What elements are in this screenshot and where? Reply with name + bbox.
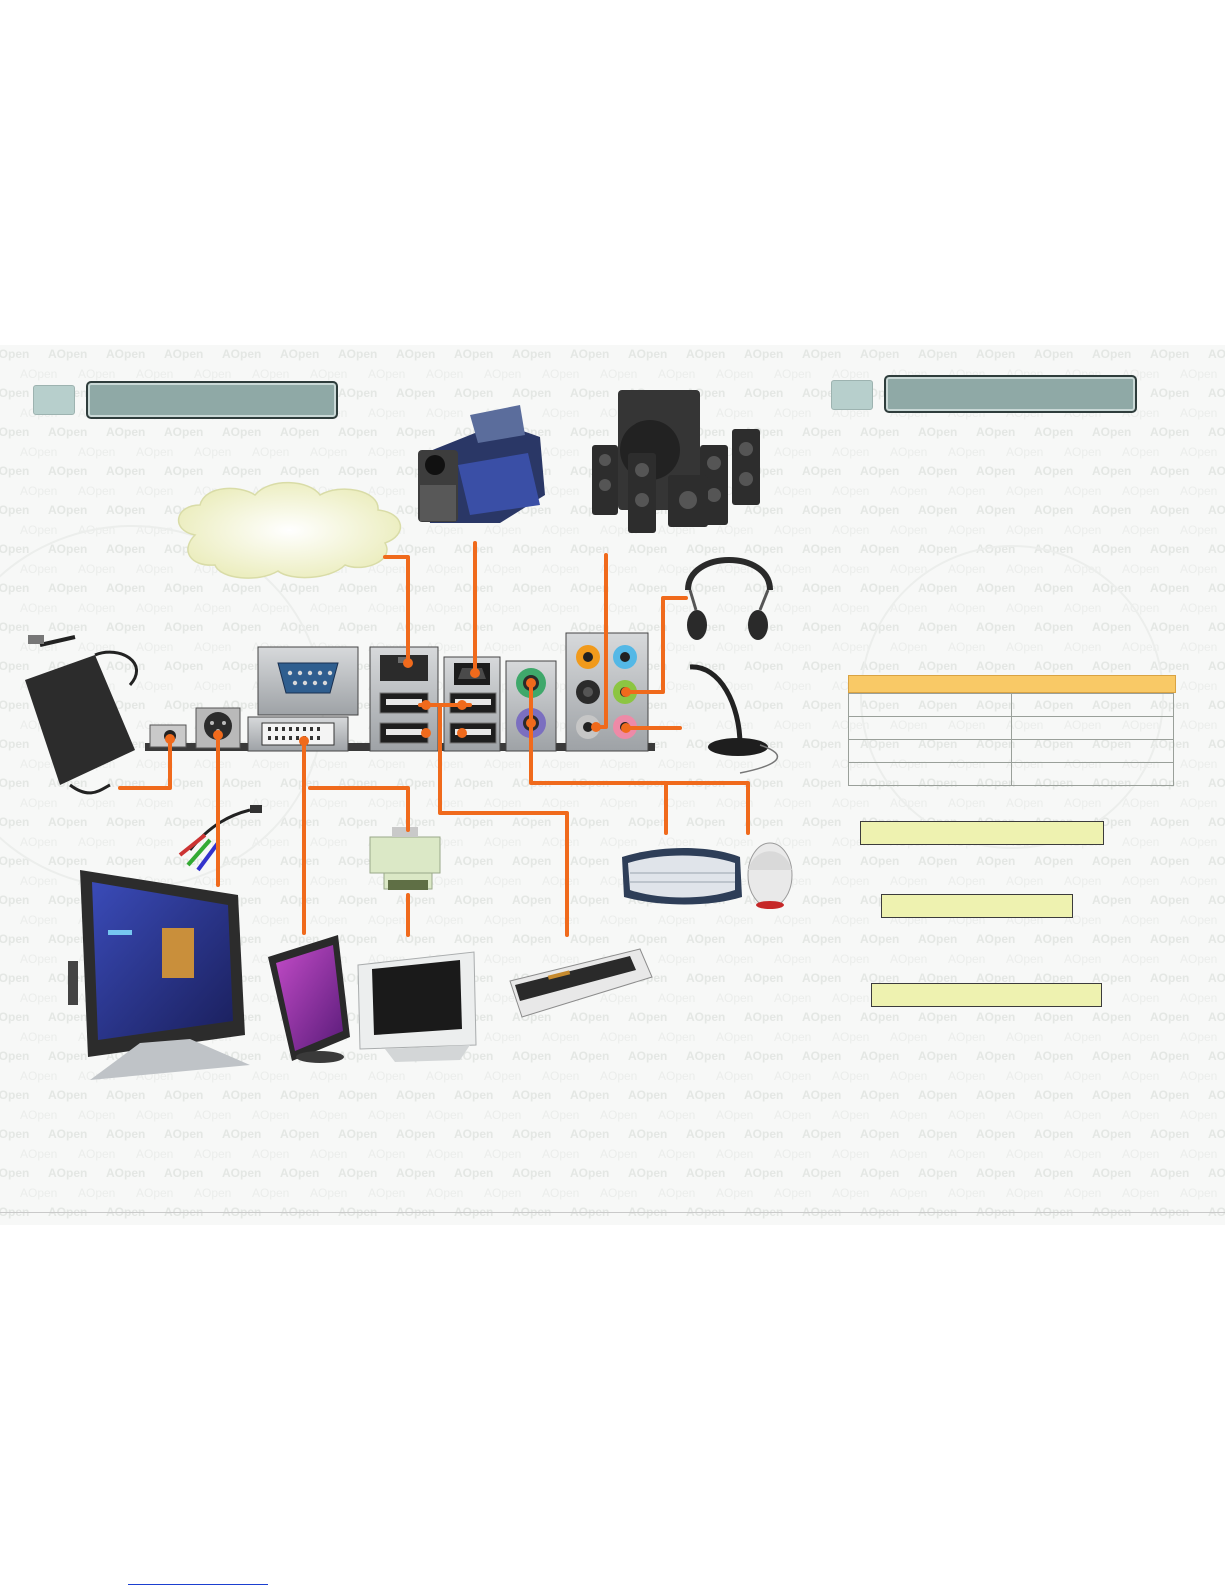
dvi-adapter-icon: [369, 827, 441, 890]
legend-row: [848, 762, 1174, 786]
io-connection-panel: AOpenAOpenAOpenAOpenAOpenAOpenAOpenAOpen…: [0, 345, 1225, 1225]
legend-cell: [848, 693, 1012, 717]
legend-cell: [1010, 693, 1174, 717]
video-out-port: [195, 707, 241, 749]
keyboard-icon: [622, 848, 742, 905]
internet-cloud: [177, 481, 402, 579]
legend-table: [848, 693, 1174, 786]
legend-cell: [848, 762, 1012, 786]
legend-cell: [848, 739, 1012, 763]
left-section-title: [86, 381, 338, 419]
wire-dvi-adapter: [308, 786, 410, 832]
card-reader-icon: [509, 948, 653, 1018]
note-box-3: [871, 983, 1102, 1007]
note-box-2: [881, 894, 1073, 918]
right-section-number: [831, 380, 873, 410]
connection-dots: [165, 658, 631, 746]
legend-cell: [848, 716, 1012, 740]
wire-headphones-audio: [624, 596, 688, 694]
legend-cell: [1010, 762, 1174, 786]
av-cable-icon: [178, 805, 262, 872]
connection-diagram: [25, 390, 793, 1080]
legend-row: [848, 716, 1174, 740]
serial-port: [257, 646, 359, 716]
microphone-icon: [689, 664, 779, 774]
wire-lan-internet: [383, 555, 410, 665]
wire-ps2-devices: [529, 681, 750, 835]
note-box-1: [860, 821, 1104, 845]
power-adapter-icon: [25, 635, 138, 795]
io-shield: [145, 632, 655, 752]
dvi-port: [247, 716, 349, 752]
legend-header: [848, 675, 1176, 693]
legend-row: [848, 693, 1174, 717]
lcd-monitor-icon: [268, 935, 350, 1063]
headphones-icon: [685, 557, 773, 640]
legend-cell: [1010, 739, 1174, 763]
speaker-system-icon: [592, 390, 760, 533]
mouse-icon: [747, 842, 793, 909]
legend-row: [848, 739, 1174, 763]
left-section-number: [33, 385, 75, 415]
wire-usb-cardreader: [438, 703, 569, 937]
camcorder-icon: [418, 405, 545, 523]
crt-monitor-icon: [357, 951, 477, 1062]
legend-cell: [1010, 716, 1174, 740]
right-section-title: [884, 375, 1137, 413]
tv-icon: [68, 870, 250, 1080]
page-divider: [0, 1212, 1225, 1213]
wire-dc-adapter: [118, 737, 172, 790]
